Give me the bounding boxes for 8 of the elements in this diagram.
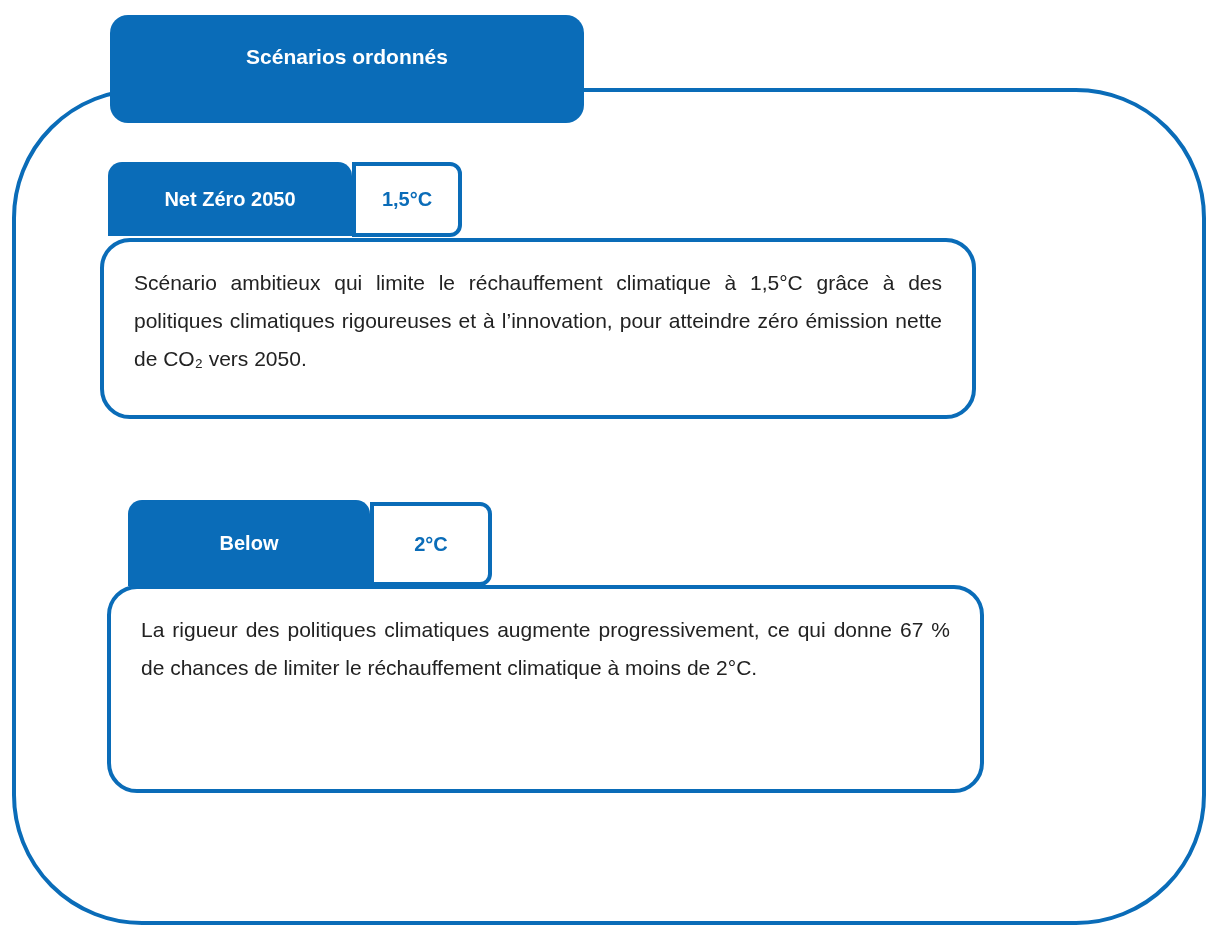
temperature-tab: 1,5°C: [352, 162, 462, 237]
scenario-panel: [12, 15, 1206, 925]
panel-header: Scénarios ordonnés: [110, 15, 584, 123]
temperature-tab: 2°C: [370, 502, 492, 586]
description-box: Scénario ambitieux qui limite le réchauffement climatique à 1,5°C grâce à des politiques climatiques rigoureuses et à l’innovation, pour atteindre zéro émission nette de CO₂ vers 2050.: [100, 238, 976, 419]
description-box: La rigueur des politiques climatiques augmente progressivement, ce qui donne 67 % de chances de limiter le réchauffement climatique à moins de 2°C.: [107, 585, 984, 793]
scenario-tab: Below: [128, 500, 370, 586]
scenario-tab: Net Zéro 2050: [108, 162, 352, 236]
